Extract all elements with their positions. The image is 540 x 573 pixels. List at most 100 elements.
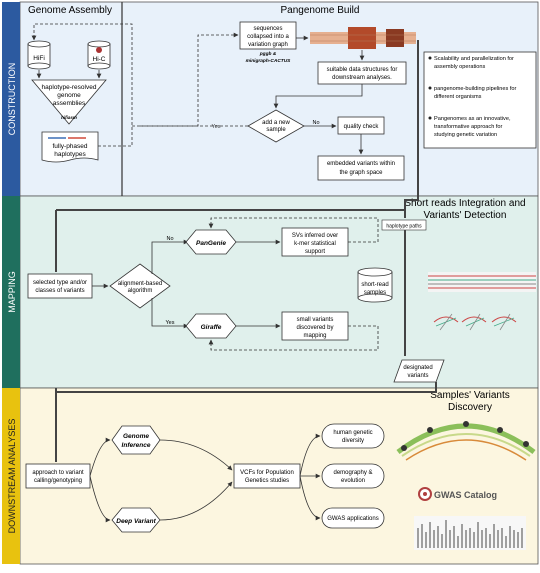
small-variants-line2: discovered by [296, 325, 333, 331]
suitable-structures-line2: downstream analyses. [332, 75, 392, 81]
vcfs-line2: Genetics studies [245, 478, 289, 484]
human-diversity-box [321, 423, 385, 449]
bullets-panel [423, 51, 537, 149]
giraffe-label: Giraffe [201, 324, 222, 331]
small-variants-line3: mapping [303, 333, 326, 339]
manhattan-plot-image [414, 516, 526, 550]
human-diversity-line2: diversity [342, 438, 364, 444]
approach-line2: calling/genotyping [34, 478, 82, 484]
demography-line1: demography & [333, 470, 372, 476]
small-variants-box [281, 311, 349, 341]
alignment-based-line2: algorithm [128, 288, 153, 294]
demography-line2: evolution [341, 478, 365, 484]
hifiasm-label: hifiasm [61, 115, 77, 120]
sequences-collapsed-line3: variation graph [248, 42, 288, 48]
giraffe-node [185, 313, 237, 339]
bullet2-line1: pangenome-building pipelines for [434, 86, 517, 92]
svs-inferred-line3: support [305, 249, 325, 255]
approach-line1: approach to variant [32, 470, 84, 476]
samples-variants-header-line2: Discovery [448, 402, 492, 413]
pangenie-node [185, 229, 237, 255]
add-new-sample-line1: add a new [262, 120, 290, 126]
sequences-collapsed-box [239, 21, 297, 50]
fully-phased-document-icon [41, 131, 99, 163]
minigraph-cactus-label: minigraph-CACTUS [246, 58, 292, 64]
bullet3-line1: Pangenomes as an innovative, [434, 116, 511, 122]
variation-graph-image [310, 27, 416, 49]
haplotype-resolved-line3: assemblies [53, 100, 86, 107]
demography-box [321, 463, 385, 489]
deep-variant-node [111, 507, 161, 533]
vcfs-box [233, 463, 301, 489]
embedded-variants-box [317, 155, 405, 181]
hic-label: Hi-C [93, 56, 106, 63]
downstream-label: DOWNSTREAM ANALYSES [7, 419, 17, 534]
fully-phased-line2: haplotypes [54, 151, 86, 158]
mapping-band [2, 196, 20, 388]
haplotype-paths-label: haplotype paths [386, 224, 422, 230]
hifi-database-icon [27, 40, 51, 70]
selected-variants-line1: selected type and/or [33, 280, 87, 286]
small-variants-line1: small variants [297, 317, 334, 323]
approach-box [25, 463, 91, 489]
add-new-sample-line2: sample [266, 127, 286, 133]
hifi-label: HiFi [33, 55, 45, 62]
gwas-catalog-logo-icon [418, 487, 432, 501]
genome-inference-line2: Inference [122, 442, 151, 449]
haplotype-resolved-line1: haplotype-resolved [42, 84, 97, 91]
embedded-variants-line2: the graph space [339, 170, 383, 176]
hic-database-icon [87, 40, 111, 70]
deep-variant-label: Deep Variant [116, 518, 156, 525]
pangenie-label: PanGenie [196, 240, 226, 247]
bullet2-line2: different organisms [434, 94, 482, 100]
construction-label: CONSTRUCTION [7, 63, 17, 136]
graph-alignment-image [428, 272, 536, 331]
human-diversity-line1: human genetic [333, 430, 372, 436]
fully-phased-line1: fully-phased [52, 143, 87, 150]
designated-variants-line2: variants [407, 373, 428, 379]
human-evolution-timeline-image [396, 421, 536, 461]
quality-check-label: quality check [344, 124, 380, 130]
short-read-samples-line1: short-read [361, 282, 388, 288]
short-reads-header-line2: Variants' Detection [424, 210, 507, 221]
mapping-no-label: No [166, 236, 173, 242]
genome-inference-line1: Genome [123, 433, 149, 440]
mapping-label: MAPPING [7, 271, 17, 313]
selected-variants-line2: classes of variants [35, 288, 84, 294]
svs-inferred-line1: SVs inferred over [292, 233, 338, 239]
short-read-samples-line2: samples [364, 290, 386, 296]
mapping-yes-label: Yes [166, 320, 175, 326]
embedded-variants-line1: embedded variants within [327, 161, 395, 167]
svs-inferred-box [281, 227, 349, 257]
bullet3-line2: transformative approach for [434, 124, 503, 130]
suitable-structures-line1: suitable data structures for [327, 67, 398, 73]
alignment-based-decision [109, 263, 171, 309]
short-read-samples-database [357, 267, 393, 303]
bullet1-line2: assembly operations [434, 64, 486, 70]
sequences-collapsed-line2: collapsed into a [247, 34, 289, 40]
pangenome-build-header: Pangenome Build [281, 5, 360, 16]
genome-assembly-header: Genome Assembly [28, 5, 112, 16]
selected-variants-box [27, 273, 93, 299]
add-new-sample-decision [247, 109, 305, 143]
construction-no-label: No [312, 120, 319, 126]
short-reads-header-line1: Short reads Integration and [404, 198, 525, 209]
genome-inference-node [111, 425, 161, 455]
svs-inferred-line2: k-mer statistical [294, 241, 336, 247]
construction-band [2, 2, 20, 196]
downstream-band [2, 388, 20, 564]
sequences-collapsed-line1: sequences [253, 26, 282, 32]
construction-yes-label: Yes [212, 124, 221, 130]
gwas-catalog-label: GWAS Catalog [434, 490, 497, 500]
alignment-based-line1: alignment-based [118, 281, 162, 287]
haplotype-resolved-triangle [31, 79, 107, 125]
designated-variants-line1: designated [403, 365, 432, 371]
gwas-apps-label: GWAS applications [327, 516, 378, 522]
bullet3-line3: studying genetic variation [434, 132, 497, 138]
vcfs-line1: VCFs for Population [240, 470, 294, 476]
pggb-label: pggb & [259, 51, 277, 57]
samples-variants-header-line1: Samples' Variants [430, 390, 510, 401]
bullet1-line1: Scalability and parallelization for [434, 56, 514, 62]
gwas-apps-box [321, 507, 385, 529]
